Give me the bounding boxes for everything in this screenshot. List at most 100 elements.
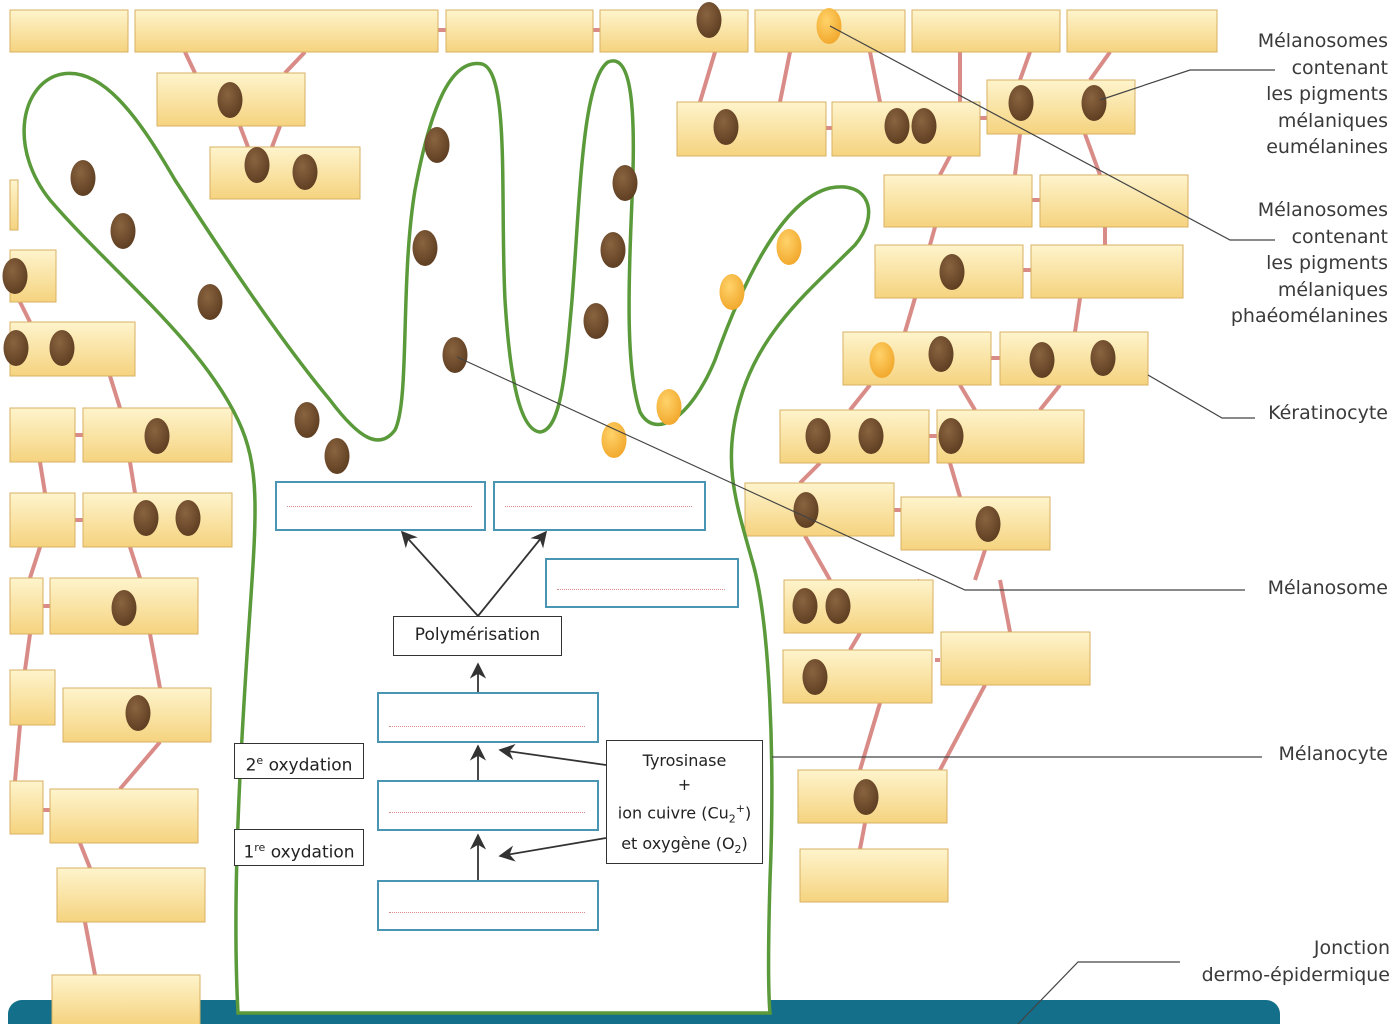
leader-lines [456,25,1275,1024]
cell-connector [903,297,917,333]
leader-pheomelanin [829,25,1275,241]
keratinocyte-cell [445,9,594,53]
keratinocyte-cell [744,482,895,537]
eumelanin-melanosome [928,336,954,372]
blank-step-3[interactable] [377,692,599,743]
blank-product-right[interactable] [493,481,706,531]
label-dermo-epidermal-junction: Jonction dermo-épidermique [1201,937,1390,986]
cell-connector [698,51,717,103]
cell-connector [78,842,92,869]
arrow-to-product-left [400,530,479,617]
oxidation-2-box: 2e oxydation [234,743,364,779]
eumelanin-melanosome [858,418,884,454]
leader-melanosome [456,356,1245,591]
eumelanin-melanosome [792,588,818,624]
cell-connector [1073,297,1082,333]
eumelanin-melanosome [1029,342,1055,378]
oxidation-1-box: 1re oxydation [234,829,364,866]
keratinocyte-cell [1039,174,1189,228]
eumelanin-melanosome [1090,340,1116,376]
oxidation-2-number: 2 [245,755,257,776]
eumelanin-melanosome [825,588,851,624]
oxygen-subscript: 2 [734,842,742,856]
keratinocyte-cell [9,669,56,726]
keratinocyte-cell [9,577,44,635]
blank-step-1[interactable] [377,880,599,931]
cell-connector [148,633,162,689]
blank-step-2[interactable] [377,780,599,831]
eumelanin-melanosome [1008,85,1034,121]
cell-connector [270,125,282,148]
cell-connector [108,375,122,409]
eumelanin-melanosome [802,659,828,695]
keratinocyte-cell [911,9,1061,53]
label-eumelanin-melanosomes: Mélanosomes contenant les pigments mélan… [1257,30,1388,158]
pheomelanin-melanosome [776,229,802,265]
cell-connector [803,535,832,581]
oxygen-label: et oxygène (O2) [607,832,762,862]
cell-connector [848,383,872,412]
eumelanin-melanosome [197,284,223,320]
cell-connector [128,546,142,579]
eumelanin-melanosome [805,418,831,454]
keratinocyte-cell [9,9,129,53]
blank-product-middle[interactable] [545,558,739,608]
eumelanin-melanosome [853,779,879,815]
oxidation-1-text: oxydation [265,842,355,863]
keratinocyte-cell [900,496,1051,551]
keratinocyte-cell [209,146,361,200]
arrow-to-product-right [477,530,548,617]
oxygen-close: ) [741,833,748,853]
cell-connector [858,702,882,771]
cell-connector [938,684,987,771]
cell-connector [38,461,47,494]
keratinocyte-cell [1030,244,1184,299]
eumelanin-melanosome [2,258,28,294]
keratinocyte-cell [676,101,827,157]
eumelanin-melanosome [3,330,29,366]
melanosome-group [2,2,1116,815]
keratinocyte-cell [1066,9,1218,53]
cell-connector [998,579,1012,633]
keratinocyte-cell [51,974,201,1024]
cell-connector [83,921,97,976]
eumelanin-melanosome [244,147,270,183]
eumelanin-melanosome [111,590,137,626]
cell-connector [858,822,867,850]
tyrosinase-label: Tyrosinase [642,751,727,770]
blank-product-left[interactable] [275,481,486,531]
eumelanin-melanosome [412,230,438,266]
oxidation-2-suffix: e [256,754,264,767]
leader-keratinocyte [1147,374,1255,419]
cell-connector [868,51,882,103]
pheomelanin-melanosome [869,342,895,378]
tyrosinase-plus: + [677,775,692,794]
keratinocyte-cell [134,9,439,53]
cell-connectors [13,28,1112,976]
polymerisation-box: Polymérisation [393,616,562,656]
keratinocyte-cell [49,788,199,844]
keratinocyte-cell [842,331,992,386]
oxygen-text: et oxygène (O [621,833,735,853]
eumelanin-melanosome [696,2,722,38]
keratinocyte-cell [599,9,749,53]
keratinocyte-cell [779,409,930,464]
tyrosinase-box: Tyrosinase + ion cuivre (Cu2+) et oxygèn… [606,740,763,864]
arrow-enzyme-upper [498,744,607,766]
eumelanin-melanosome [424,127,450,163]
oxidation-2-text: oxydation [263,755,353,776]
keratinocyte-cell [9,407,76,463]
leader-eumelanin [1099,69,1275,101]
cell-connector [283,50,307,75]
oxidation-1-number: 1 [243,842,255,863]
flow-arrows [400,530,607,880]
cell-connector [13,724,22,782]
cell-connector [28,546,42,579]
eumelanin-melanosome [144,418,170,454]
cell-connector [1018,51,1032,81]
leader-junction [1017,961,1180,1024]
cell-connector [948,462,962,498]
pheomelanin-melanosome [816,8,842,44]
keratinocyte-cell [9,179,19,231]
eumelanin-melanosome [793,492,819,528]
